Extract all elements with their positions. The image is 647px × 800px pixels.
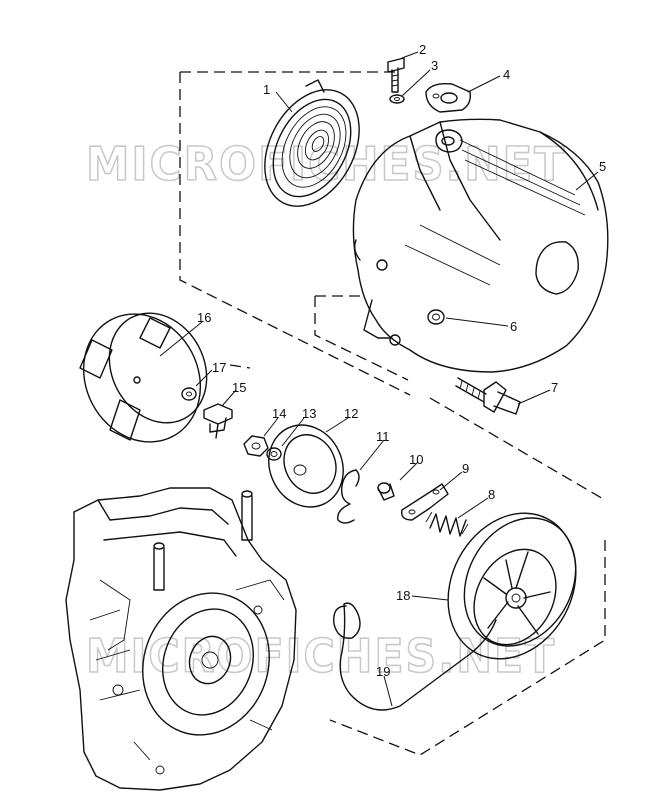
flange-bolt xyxy=(455,377,521,415)
callout-13: 13 xyxy=(302,406,316,421)
recoil-spring xyxy=(264,79,360,207)
callout-1: 1 xyxy=(263,82,270,97)
callout-16: 16 xyxy=(197,310,211,325)
callout-8: 8 xyxy=(488,487,495,502)
starter-rope xyxy=(333,602,497,711)
callout-18: 18 xyxy=(396,588,410,603)
leader-lines xyxy=(159,51,599,707)
callout-5: 5 xyxy=(599,159,606,174)
callouts: 1 2 3 4 5 6 7 8 9 10 11 12 13 14 15 16 1… xyxy=(197,42,606,679)
washer-13 xyxy=(266,447,282,461)
washer-17 xyxy=(181,387,197,401)
pawl xyxy=(401,483,449,521)
crankcase xyxy=(65,487,297,791)
callout-19: 19 xyxy=(376,664,390,679)
grommet xyxy=(427,309,445,325)
bolt-small xyxy=(387,57,405,93)
callout-9: 9 xyxy=(462,461,469,476)
friction-plate xyxy=(268,424,344,508)
callout-4: 4 xyxy=(503,67,510,82)
svg-text:MICROFICHES.NET: MICROFICHES.NET xyxy=(86,137,566,191)
callout-10: 10 xyxy=(409,452,423,467)
starter-reel xyxy=(447,512,577,660)
callout-3: 3 xyxy=(431,58,438,73)
callout-11: 11 xyxy=(376,429,390,444)
pawl-pin xyxy=(377,482,395,501)
callout-6: 6 xyxy=(510,319,517,334)
watermark: MICROFICHES.NET MICROFICHES.NET xyxy=(85,136,566,684)
callout-2: 2 xyxy=(419,42,426,57)
washer-small xyxy=(389,94,405,104)
callout-14: 14 xyxy=(272,406,286,421)
assembly-boundary xyxy=(179,71,606,756)
callout-17: 17 xyxy=(212,360,226,375)
starter-housing xyxy=(352,118,609,373)
rope-guide xyxy=(425,82,472,113)
spring-clip xyxy=(337,469,360,524)
nut xyxy=(243,435,269,457)
callout-15: 15 xyxy=(232,380,246,395)
callout-12: 12 xyxy=(344,406,358,421)
starter-cup xyxy=(79,312,208,443)
bolt-15 xyxy=(203,403,233,439)
pawl-spring xyxy=(425,511,469,537)
callout-7: 7 xyxy=(551,380,558,395)
